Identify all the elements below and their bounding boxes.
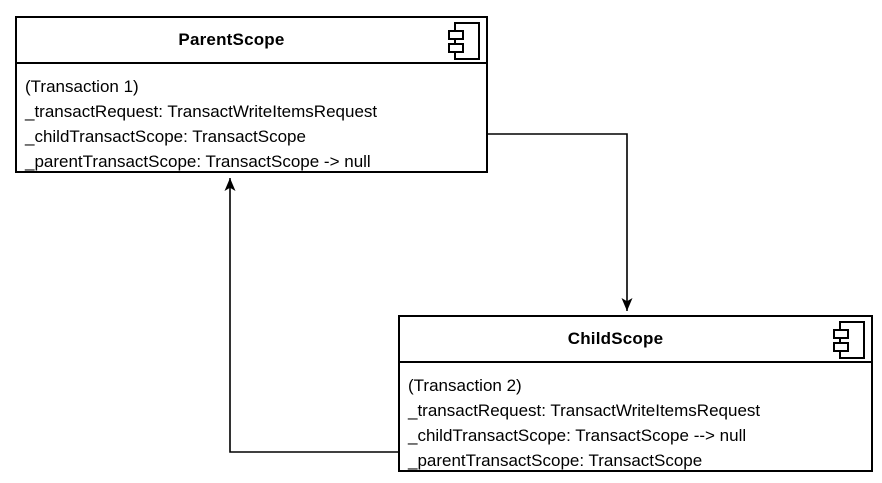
node-parent-scope: ParentScope (Transaction 1) _transactReq… xyxy=(15,16,488,173)
child-scope-attributes: (Transaction 2) _transactRequest: Transa… xyxy=(400,363,871,473)
node-child-scope: ChildScope (Transaction 2) _transactRequ… xyxy=(398,315,873,472)
attribute-line: _parentTransactScope: TransactScope xyxy=(408,451,703,470)
uml-component-icon xyxy=(833,321,865,359)
attribute-line: _childTransactScope: TransactScope xyxy=(25,127,306,146)
attribute-line: _childTransactScope: TransactScope --> n… xyxy=(408,426,747,445)
attribute-line: _transactRequest: TransactWriteItemsRequ… xyxy=(25,102,378,121)
parent-scope-title-bar: ParentScope xyxy=(17,18,486,64)
attribute-line: (Transaction 1) xyxy=(25,77,139,96)
uml-component-icon xyxy=(448,22,480,60)
attribute-line: _transactRequest: TransactWriteItemsRequ… xyxy=(408,401,761,420)
child-scope-title: ChildScope xyxy=(567,329,664,348)
attribute-line: _parentTransactScope: TransactScope -> n… xyxy=(25,152,371,171)
parent-scope-title: ParentScope xyxy=(178,30,285,49)
child-scope-title-bar: ChildScope xyxy=(400,317,871,363)
parent-scope-attributes: (Transaction 1) _transactRequest: Transa… xyxy=(17,64,486,174)
connector-parent-to-child xyxy=(488,133,633,311)
connector-child-to-parent xyxy=(224,178,398,453)
attribute-line: (Transaction 2) xyxy=(408,376,522,395)
